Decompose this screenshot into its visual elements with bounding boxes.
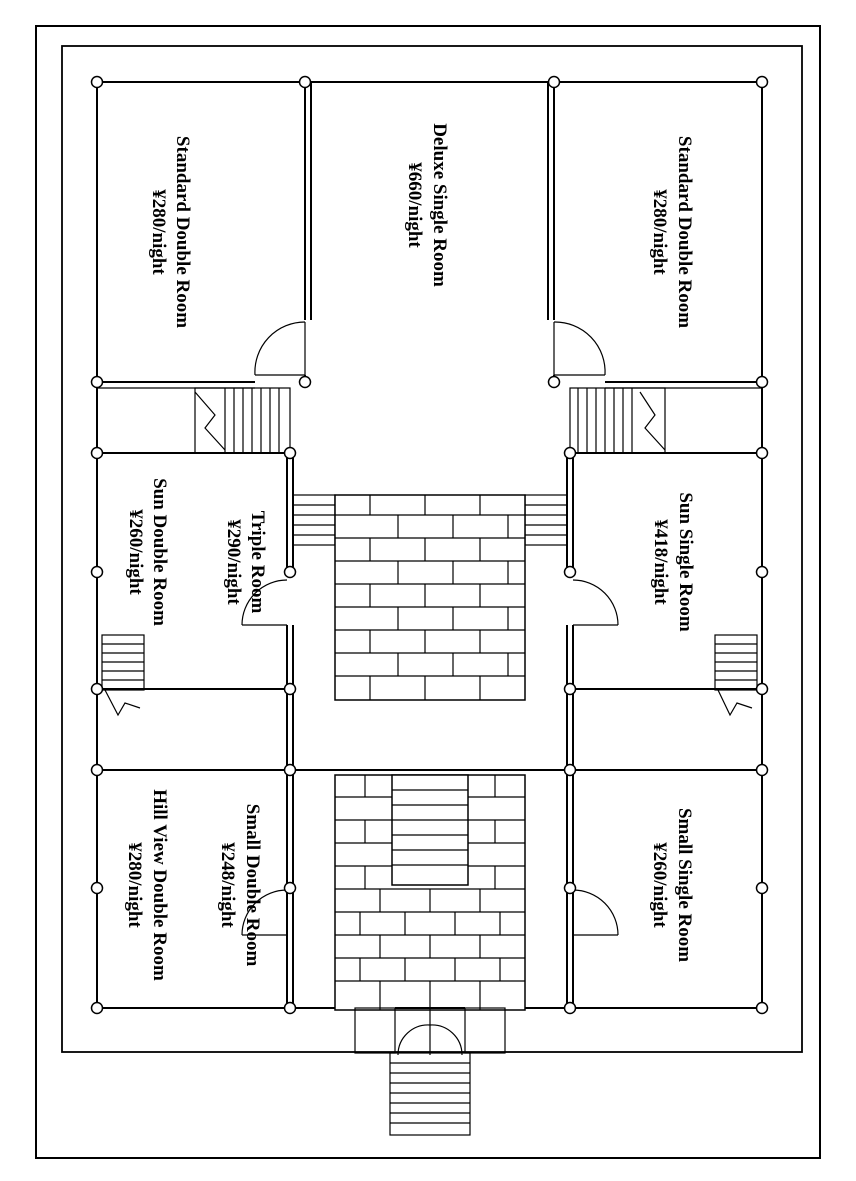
- courtyard-side-steps: [292, 494, 568, 546]
- room-price: ¥280/night: [148, 189, 169, 275]
- room-small-single: Small Single Room ¥260/night: [649, 808, 695, 962]
- room-price: ¥290/night: [223, 519, 244, 605]
- room-name: Standard Double Room: [172, 136, 193, 328]
- room-triple: Triple Room ¥290/night: [223, 511, 268, 614]
- stairs-mid-right: [714, 634, 758, 717]
- room-price: ¥260/night: [125, 509, 146, 595]
- door-small-double: [241, 889, 288, 936]
- door-triple: [241, 579, 288, 626]
- door-standard-double-left: [254, 321, 306, 376]
- building-outline: [61, 45, 803, 1053]
- room-name: Sun Double Room: [149, 478, 170, 626]
- room-price: ¥248/night: [217, 842, 238, 928]
- exterior-walls: [96, 81, 763, 1009]
- top-room-walls: [97, 82, 762, 389]
- page-frame: [35, 25, 821, 1159]
- main-entrance: [354, 1007, 506, 1136]
- room-deluxe-single: Deluxe Single Room ¥660/night: [404, 123, 450, 287]
- stairs-top-left: [194, 387, 291, 454]
- stairs-top-right: [569, 387, 666, 454]
- room-small-double: Small Double Room ¥248/night: [217, 804, 263, 967]
- room-price: ¥280/night: [649, 189, 670, 275]
- room-price: ¥260/night: [649, 842, 670, 928]
- door-sun-single: [572, 579, 619, 626]
- room-name: Triple Room: [247, 511, 268, 614]
- upper-brick-pool: [334, 494, 526, 701]
- room-name: Hill View Double Room: [149, 789, 170, 981]
- room-sun-single: Sun Single Room ¥418/night: [650, 492, 696, 632]
- room-name: Small Double Room: [242, 804, 263, 967]
- room-standard-double-left: Standard Double Room ¥280/night: [148, 136, 193, 328]
- room-name: Deluxe Single Room: [429, 123, 450, 287]
- room-sun-double: Sun Double Room ¥260/night: [125, 478, 170, 626]
- lower-brick-pool: [334, 774, 526, 1011]
- room-price: ¥660/night: [404, 162, 425, 248]
- room-name: Small Single Room: [674, 808, 695, 962]
- room-standard-double-right: Standard Double Room ¥280/night: [649, 136, 695, 328]
- door-standard-double-right: [553, 321, 606, 376]
- stairs-mid-left: [101, 634, 145, 717]
- door-small-single: [572, 889, 619, 936]
- room-price: ¥418/night: [650, 519, 671, 605]
- room-price: ¥280/night: [124, 842, 145, 928]
- room-name: Standard Double Room: [674, 136, 695, 328]
- room-name: Sun Single Room: [675, 492, 696, 632]
- column-nodes: [90, 75, 769, 1015]
- room-hill-view-double: Hill View Double Room ¥280/night: [124, 789, 170, 981]
